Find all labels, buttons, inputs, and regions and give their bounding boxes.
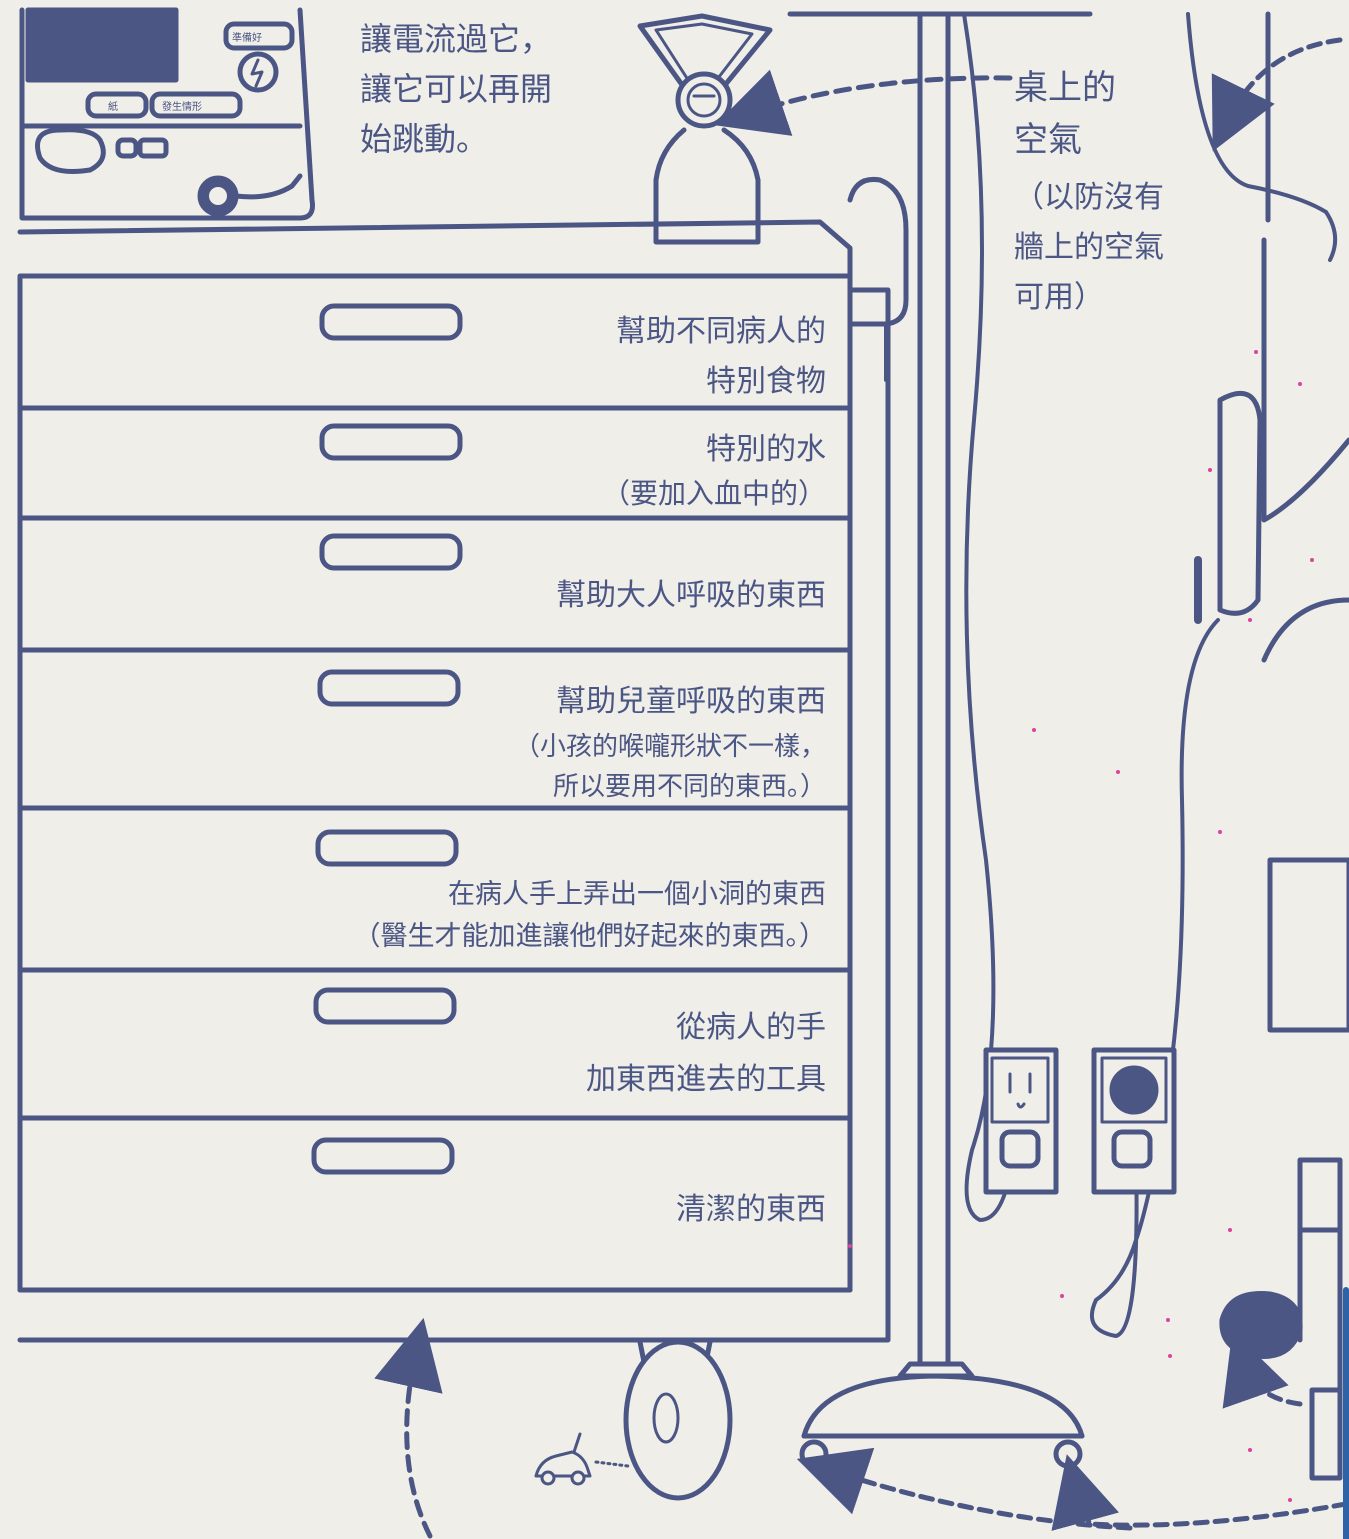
drawer-text: （要加入血中的） [601, 477, 826, 510]
defibrillator-icon [19, 7, 315, 221]
monitor-event-label: 發生情形 [162, 102, 202, 113]
desk-air-title: 空氣 [1014, 120, 1082, 160]
wall-outlet-icon [983, 1047, 1059, 1195]
bed-frame-icon [1194, 11, 1349, 1481]
paint-specks [848, 350, 1314, 1502]
caption-line: 讓它可以再開 [360, 70, 553, 108]
desk-air-title: 桌上的 [1014, 68, 1116, 108]
oxygen-tank-icon [637, 13, 773, 245]
drawer-text: 在病人手上弄出一個小洞的東西 [448, 879, 826, 910]
desk-air-note: 牆上的空氣 [1014, 230, 1164, 265]
desk-air-note: 可用） [1014, 280, 1104, 315]
drawer-text: 幫助大人呼吸的東西 [556, 578, 826, 613]
drawer-text: 幫助兒童呼吸的東西 [556, 684, 826, 719]
drawer-text: （小孩的喉嚨形狀不一樣， [513, 732, 826, 762]
drawer-handle [319, 303, 463, 341]
drawer-text: 特別食物 [706, 364, 826, 399]
drawer-text: 所以要用不同的東西。） [552, 772, 826, 802]
drawer-text: 從病人的手 [676, 1010, 826, 1045]
caption-line: 始跳動。 [360, 120, 489, 158]
desk-air-arrow [714, 69, 1013, 136]
cart-wheel-icon [623, 1339, 733, 1501]
toy-car-icon [534, 1432, 630, 1486]
drawer-text: 特別的水 [706, 432, 826, 467]
drawer-text: 加東西進去的工具 [586, 1062, 826, 1097]
drawer-text: 幫助不同病人的 [616, 314, 826, 349]
iv-pole-icon [787, 11, 1093, 1469]
drawer-text: 清潔的東西 [676, 1192, 826, 1227]
caption-line: 讓電流過它， [360, 20, 553, 58]
monitor-paper-label: 紙 [108, 102, 118, 113]
desk-air-note: （以防沒有 [1014, 180, 1164, 215]
drawer-text: （醫生才能加進讓他們好起來的東西。） [353, 921, 827, 952]
monitor-ready-label: 準備好 [232, 33, 262, 44]
wall-outlet-icon [1091, 1047, 1177, 1195]
